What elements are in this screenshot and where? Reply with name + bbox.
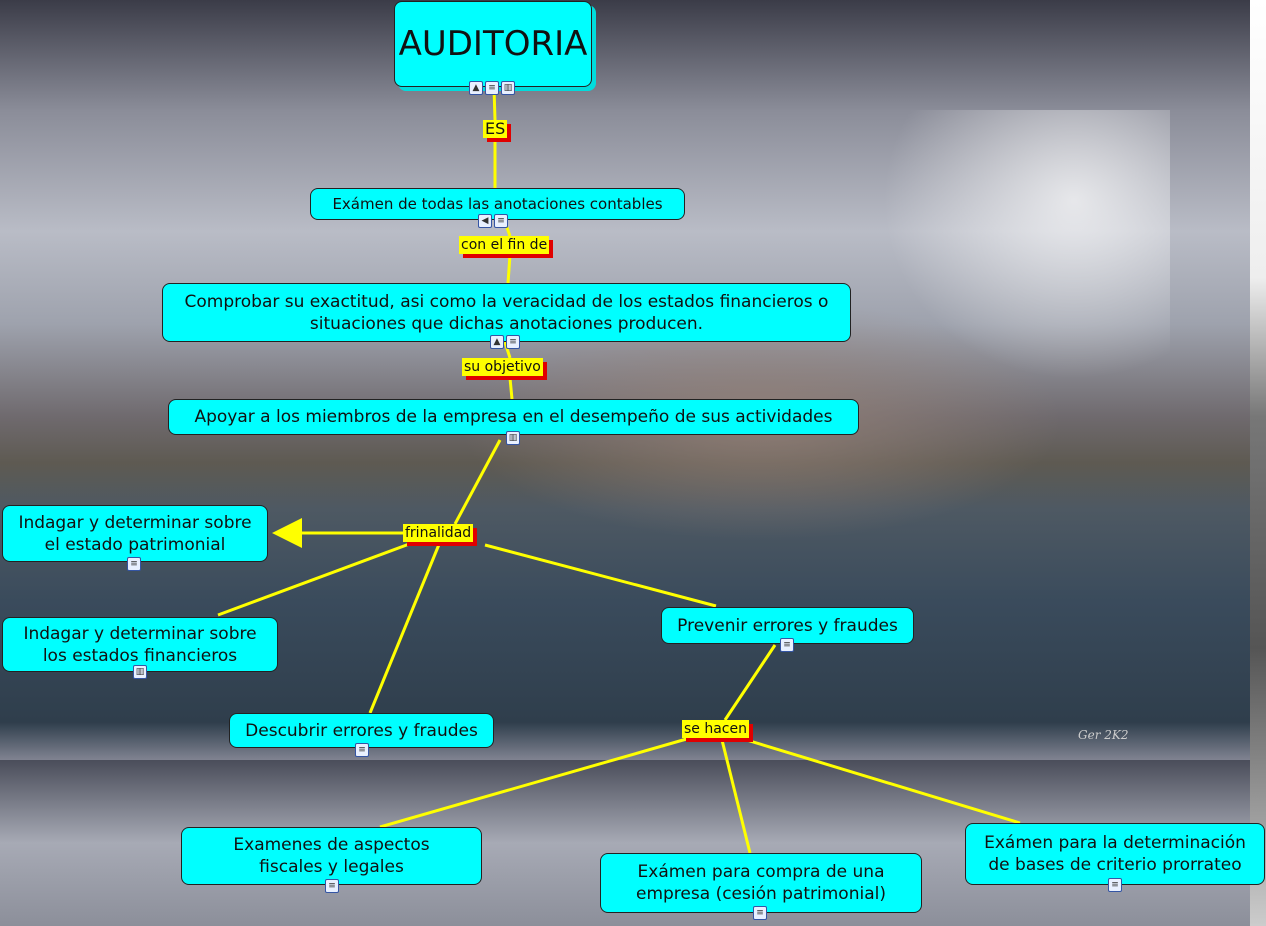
document-icon[interactable]: ≡ [127, 557, 141, 571]
document-icon[interactable]: ≡ [506, 335, 520, 349]
link-es[interactable]: ES [483, 119, 508, 138]
line [720, 739, 752, 854]
concept-prorrateo[interactable]: Exámen para la determinación de bases de… [965, 823, 1265, 885]
link-se-hacen[interactable]: se hacen [682, 720, 749, 738]
resource-icons: ≡ [1108, 878, 1122, 892]
line [368, 541, 442, 714]
concept-compra[interactable]: Exámen para compra de una empresa (cesió… [600, 853, 922, 913]
document-icon[interactable]: ≡ [494, 214, 508, 228]
lightning-glow [850, 110, 1170, 410]
line [484, 543, 717, 608]
resource-icons: ▥ [133, 665, 147, 679]
image-icon[interactable]: ▲ [469, 81, 483, 95]
concept-estados-financieros[interactable]: Indagar y determinar sobre los estados f… [2, 617, 278, 672]
background-edge [1250, 0, 1266, 926]
resource-icons: ▥ [506, 431, 520, 445]
line [508, 377, 514, 400]
line [723, 644, 777, 721]
resource-icons: ◀≡ [478, 214, 508, 228]
resource-icons: ≡ [355, 743, 369, 757]
line [379, 736, 691, 829]
concept-comprobar[interactable]: Comprobar su exactitud, asi como la vera… [162, 283, 851, 342]
resource-icons: ▲≡▥ [469, 81, 515, 95]
concept-fiscales[interactable]: Examenes de aspectos fiscales y legales [181, 827, 482, 885]
document-icon[interactable]: ≡ [753, 906, 767, 920]
audio-icon[interactable]: ◀ [478, 214, 492, 228]
concept-auditoria[interactable]: AUDITORIA [394, 1, 592, 87]
line [739, 736, 1021, 825]
concept-apoyar[interactable]: Apoyar a los miembros de la empresa en e… [168, 399, 859, 435]
document-icon[interactable]: ≡ [355, 743, 369, 757]
resource-icons: ≡ [127, 557, 141, 571]
video-icon[interactable]: ▥ [501, 81, 515, 95]
document-icon[interactable]: ≡ [485, 81, 499, 95]
line [217, 538, 421, 617]
resource-icons: ≡ [780, 638, 794, 652]
concept-descubrir[interactable]: Descubrir errores y fraudes [229, 713, 494, 748]
link-su-objetivo[interactable]: su objetivo [462, 358, 543, 376]
video-icon[interactable]: ▥ [133, 665, 147, 679]
resource-icons: ≡ [325, 879, 339, 893]
document-icon[interactable]: ≡ [325, 879, 339, 893]
line [453, 439, 502, 525]
document-icon[interactable]: ≡ [1108, 878, 1122, 892]
resource-icons: ≡ [753, 906, 767, 920]
video-icon[interactable]: ▥ [506, 431, 520, 445]
line [503, 341, 512, 359]
resource-icons: ▲≡ [490, 335, 520, 349]
watermark: Ger 2K2 [1078, 728, 1129, 742]
link-con-el-fin-de[interactable]: con el fin de [459, 236, 550, 254]
concept-estado-patrimonial[interactable]: Indagar y determinar sobre el estado pat… [2, 505, 268, 562]
line [506, 254, 512, 284]
link-finalidad[interactable]: frinalidad [403, 524, 474, 542]
image-icon[interactable]: ▲ [490, 335, 504, 349]
document-icon[interactable]: ≡ [780, 638, 794, 652]
concept-prevenir[interactable]: Prevenir errores y fraudes [661, 607, 914, 644]
